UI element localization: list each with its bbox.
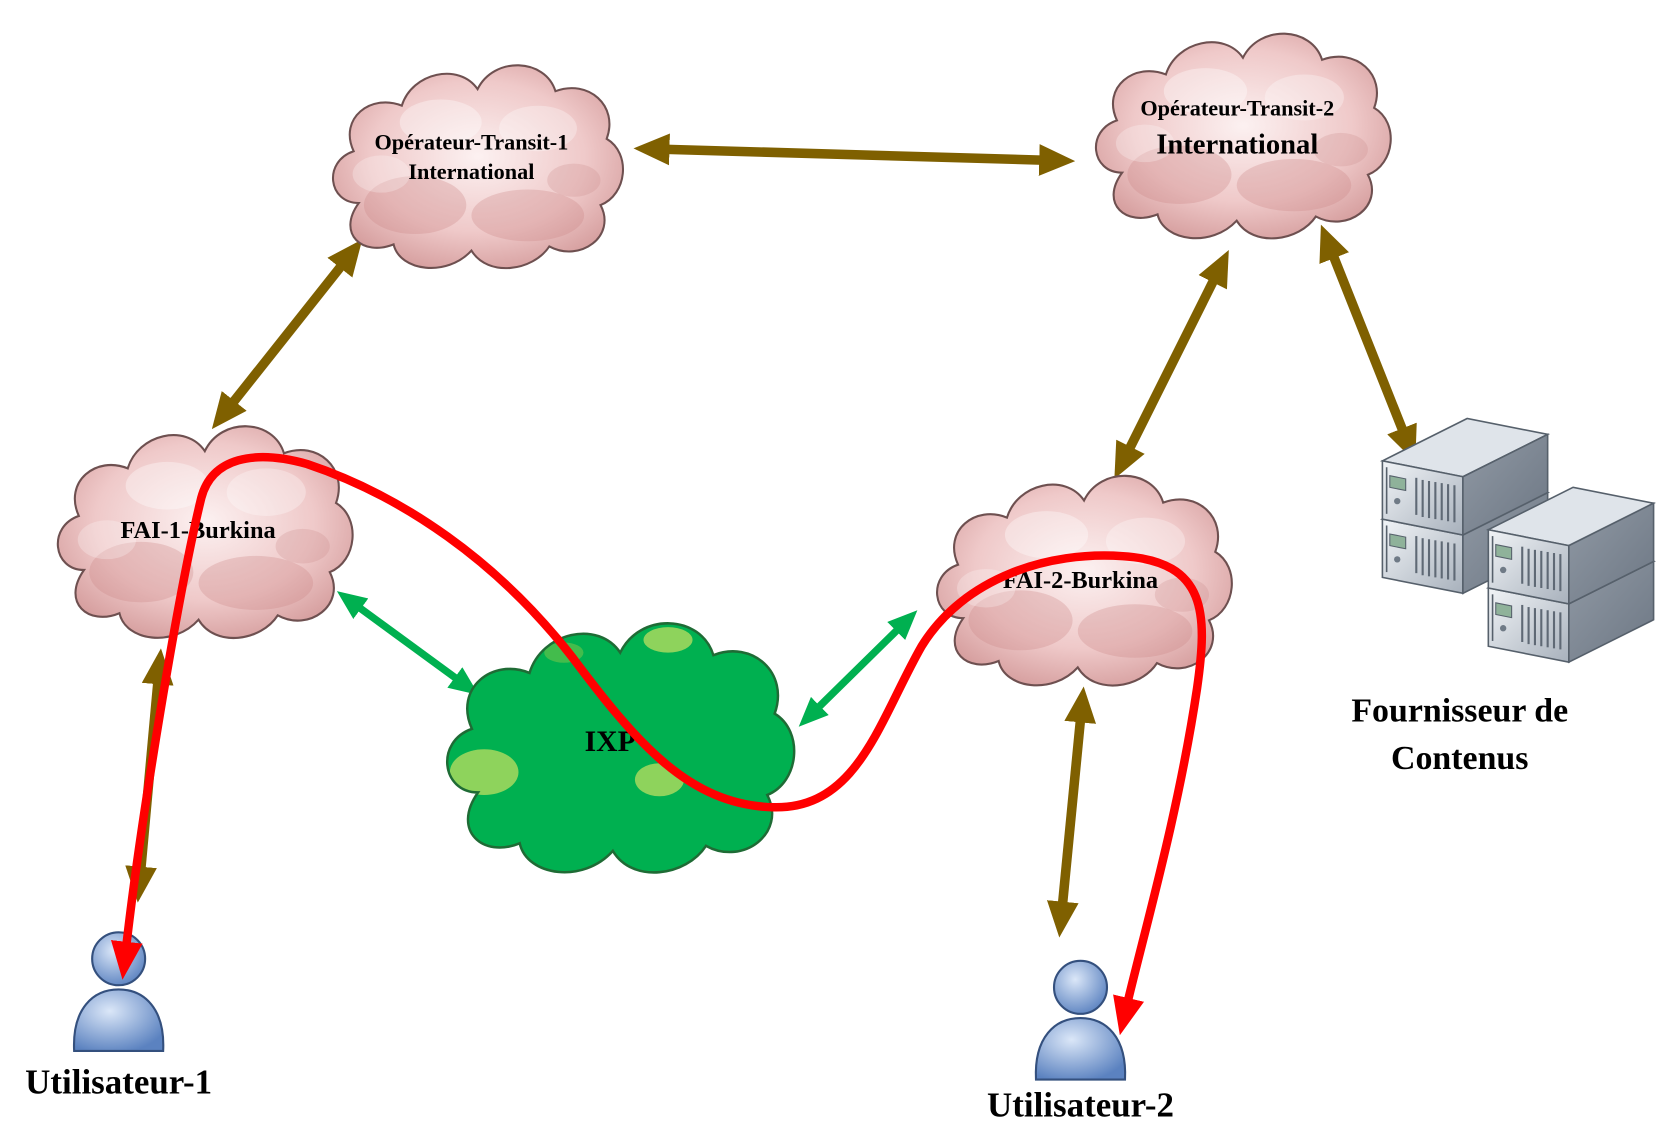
- link-transit1-transit2: [633, 133, 1076, 176]
- link-isp1-ixp: [336, 591, 479, 695]
- content-provider-label-line2: Contenus: [1391, 740, 1528, 777]
- link-isp2-user2: [1046, 686, 1097, 938]
- link-transit2-content-provider: [1319, 224, 1417, 462]
- transit-1-scope: International: [408, 159, 534, 184]
- link-isp2-ixp: [798, 610, 918, 727]
- isp-2-label: FAI-2-Burkina: [1003, 567, 1158, 594]
- labels: Opérateur-Transit-1 International Opérat…: [25, 96, 1568, 1123]
- server-rack-icon: [1381, 417, 1655, 664]
- user-2-icon: [1034, 959, 1127, 1081]
- transit-2-scope: International: [1156, 130, 1318, 161]
- user-1-icon: [72, 931, 165, 1052]
- transit-1-name: Opérateur-Transit-1: [374, 129, 568, 154]
- link-transit2-isp2: [1114, 250, 1229, 479]
- transit-2-name: Opérateur-Transit-2: [1140, 96, 1334, 121]
- traffic-path: [110, 453, 1207, 1036]
- content-provider-label-line1: Fournisseur de: [1351, 692, 1568, 729]
- user-2-label: Utilisateur-2: [987, 1086, 1174, 1123]
- link-transit1-isp1: [211, 239, 363, 430]
- user-1-label: Utilisateur-1: [25, 1062, 212, 1101]
